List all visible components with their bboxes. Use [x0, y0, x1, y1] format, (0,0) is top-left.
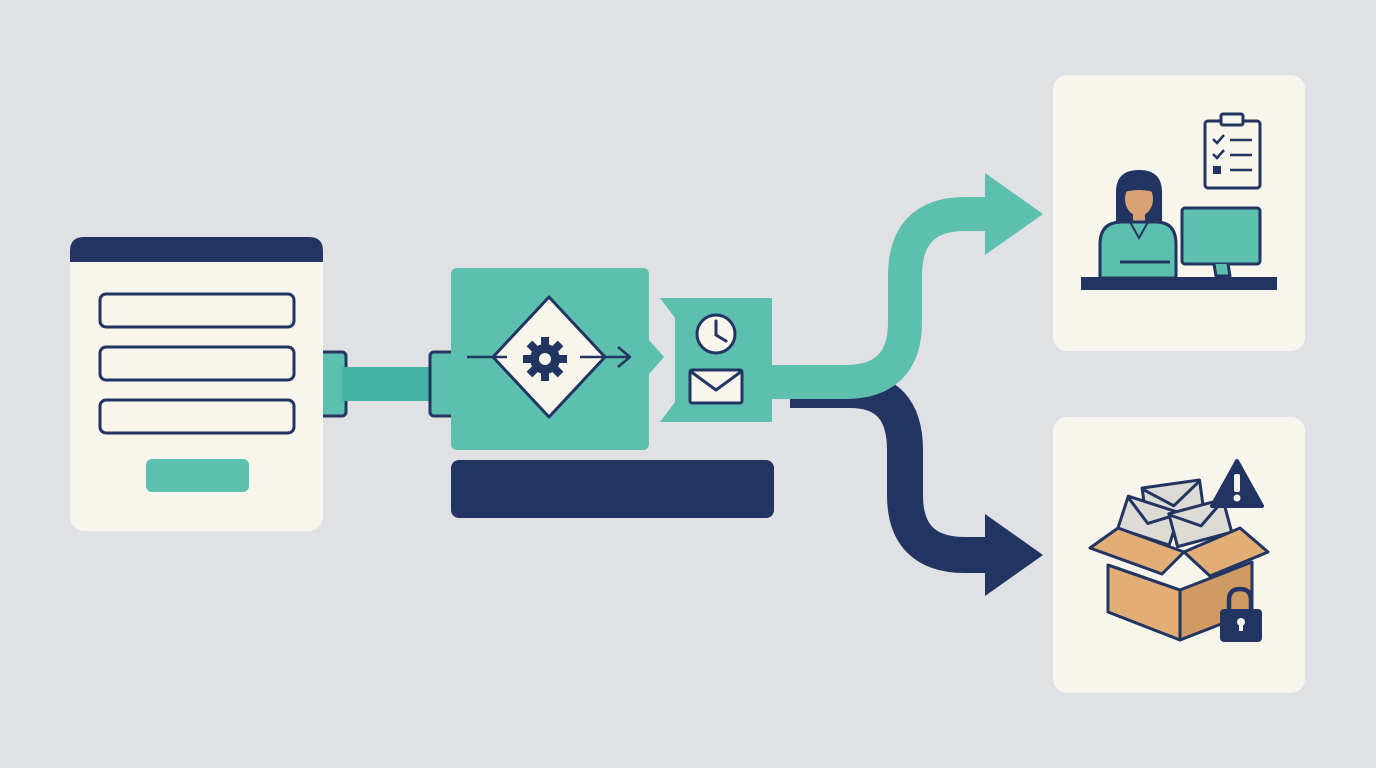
person-icon [1098, 170, 1178, 280]
padlock-icon [1220, 586, 1262, 642]
form-field [98, 345, 296, 382]
form-submit-button [146, 459, 249, 492]
warning-icon [1210, 459, 1264, 508]
processor-node [451, 268, 774, 518]
arrow-to-quarantine [790, 372, 1043, 596]
form-to-processor-connector [318, 350, 458, 418]
desk-icon [1081, 277, 1277, 290]
web-form-node [70, 237, 323, 531]
computer-monitor-icon [1180, 206, 1262, 278]
clipboard-checklist-icon [1203, 112, 1262, 190]
form-field [98, 398, 296, 435]
scheduler-node [660, 298, 772, 422]
form-field [98, 292, 296, 329]
clock-icon [695, 313, 737, 355]
inbox-node [1053, 75, 1305, 351]
open-box-icon [1088, 526, 1270, 642]
form-header-bar [70, 237, 323, 262]
envelope-icon [688, 368, 744, 405]
arrow-to-inbox [770, 173, 1043, 399]
processor-base-bar [451, 460, 774, 518]
gear-icon [523, 337, 567, 381]
quarantine-node [1053, 417, 1305, 693]
envelopes-icon [1116, 478, 1234, 549]
